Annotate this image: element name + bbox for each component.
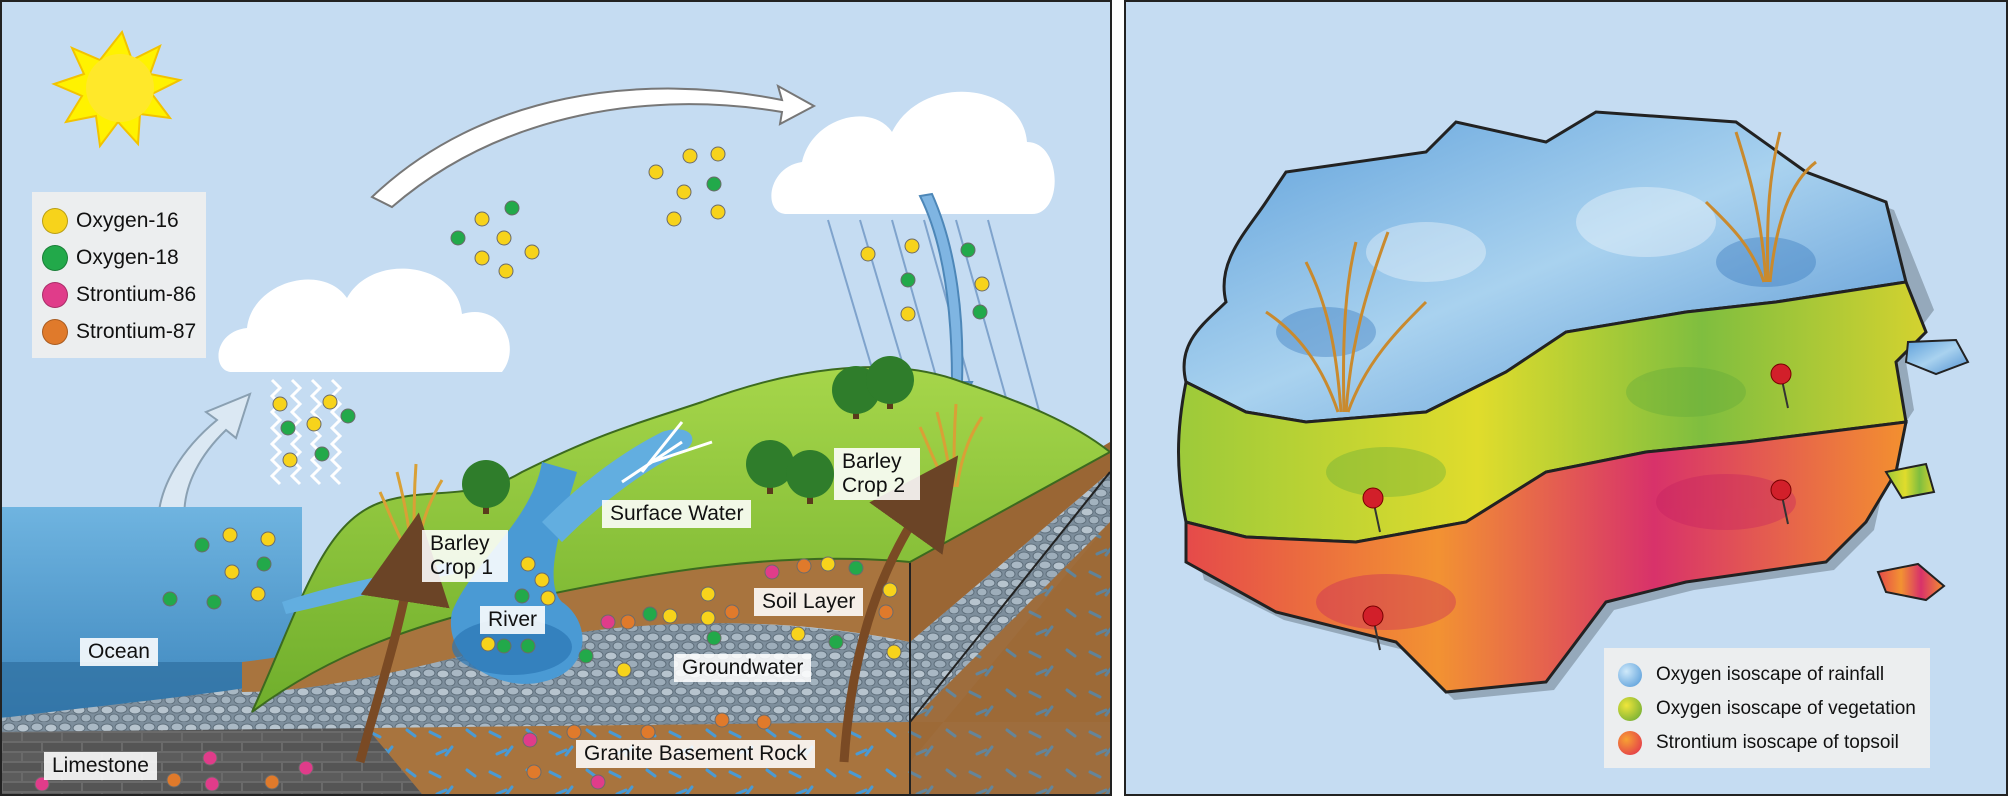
legend-item-oxygen-18: Oxygen-18: [42, 239, 196, 276]
isotope-dots: [34, 146, 990, 792]
legend-item-vegetation: Oxygen isoscape of vegetation: [1618, 692, 1916, 726]
topsoil-isoscape-region: [1184, 420, 1908, 694]
groundwater-label: Groundwater: [674, 654, 812, 683]
legend-item-oxygen-16: Oxygen-16: [42, 202, 196, 239]
legend-item-strontium-86: Strontium-86: [42, 276, 196, 313]
ground-cross-section: [2, 442, 1110, 794]
legend-label: Strontium isoscape of topsoil: [1656, 732, 1899, 753]
tree-group-top: [832, 356, 914, 419]
rainfall-swatch-icon: [1618, 663, 1642, 687]
barley-crop-1-label: Barley Crop 1: [422, 530, 508, 583]
legend-item-rainfall: Oxygen isoscape of rainfall: [1618, 658, 1916, 692]
granite-basement-rock-label: Granite Basement Rock: [576, 740, 815, 769]
strontium-87-dot-icon: [42, 318, 68, 345]
wheat-icon-right: [1704, 131, 1817, 283]
cloud-transport-arrow: [370, 83, 817, 209]
isoscape-map-panel: Oxygen isoscape of rainfall Oxygen isosc…: [1124, 0, 2008, 796]
legend-label: Oxygen isoscape of rainfall: [1656, 664, 1885, 685]
legend-label: Oxygen-16: [76, 208, 179, 232]
tree-group-middle: [746, 440, 834, 504]
wheat-icon-left: [1265, 231, 1428, 413]
wavy-vapor-lines: [269, 378, 343, 486]
isotope-cycle-panel: Oxygen-16 Oxygen-18 Strontium-86 Stronti…: [0, 0, 1112, 796]
location-pin-icon: [1770, 363, 1792, 409]
legend-label: Strontium-87: [76, 319, 197, 343]
ocean-label: Ocean: [80, 638, 158, 667]
limestone-label: Limestone: [44, 752, 157, 781]
legend-label: Oxygen isoscape of vegetation: [1656, 698, 1916, 719]
soil-layer-label: Soil Layer: [754, 588, 864, 617]
strontium-86-dot-icon: [42, 281, 68, 308]
landscape-illustration: [2, 29, 1110, 794]
isoscape-map: [1177, 110, 1970, 700]
uptake-arrow-crop-2: [839, 455, 959, 763]
river-label: River: [480, 606, 546, 635]
location-pin-icon: [1362, 487, 1384, 533]
legend-label: Oxygen-18: [76, 245, 179, 269]
vegetation-swatch-icon: [1618, 697, 1642, 721]
tree-group-left: [462, 460, 510, 514]
legend-item-topsoil: Strontium isoscape of topsoil: [1618, 726, 1916, 760]
oxygen-16-dot-icon: [42, 207, 68, 234]
uptake-arrow-crop-1: [355, 512, 450, 764]
surface-water-label: Surface Water: [602, 500, 752, 529]
legend-item-strontium-87: Strontium-87: [42, 313, 196, 350]
cloud-left: [218, 268, 510, 372]
cloud-right: [771, 91, 1055, 214]
isotope-legend: Oxygen-16 Oxygen-18 Strontium-86 Stronti…: [32, 192, 207, 358]
oxygen-18-dot-icon: [42, 244, 68, 271]
location-pin-icon: [1770, 479, 1792, 525]
topsoil-swatch-icon: [1618, 731, 1642, 755]
sun-icon: [51, 29, 184, 149]
location-pin-icon: [1362, 605, 1384, 651]
legend-label: Strontium-86: [76, 282, 197, 306]
isoscape-legend: Oxygen isoscape of rainfall Oxygen isosc…: [1604, 648, 1930, 768]
barley-crop-2-label: Barley Crop 2: [834, 448, 920, 501]
